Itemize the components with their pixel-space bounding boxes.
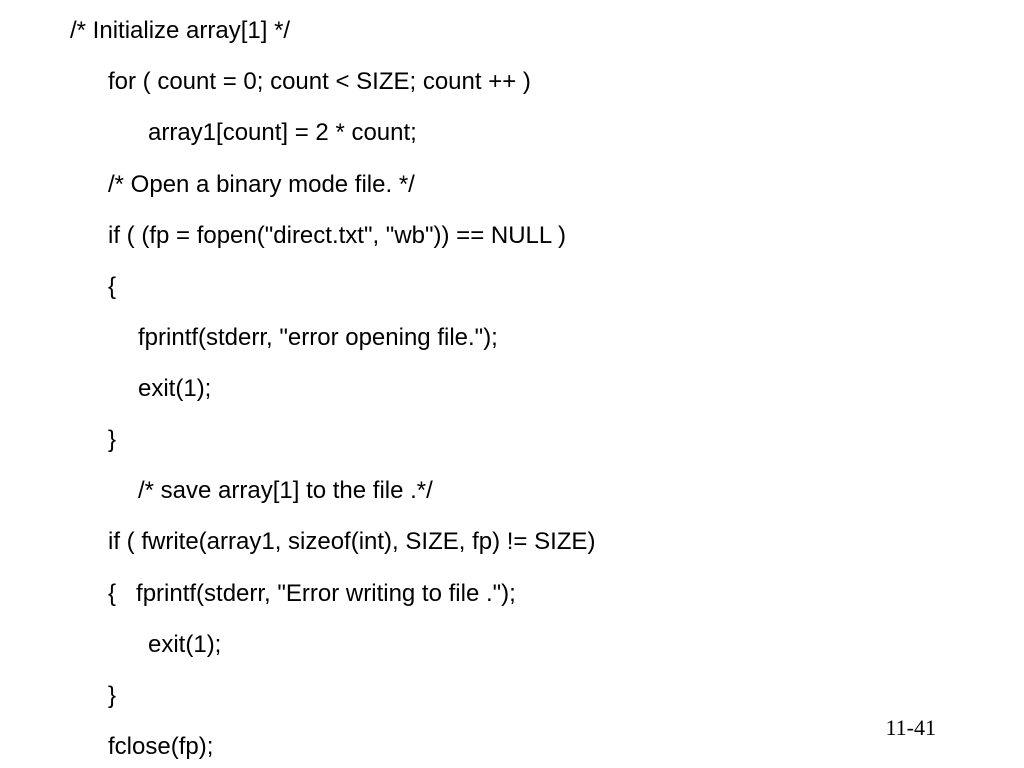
code-line-open-brace: { (108, 273, 117, 300)
code-line-if-fopen: if ( (fp = fopen("direct.txt", "wb")) ==… (108, 222, 567, 249)
code-line-array-assign: array1[count] = 2 * count; (148, 119, 417, 146)
code-line-if-fwrite: if ( fwrite(array1, sizeof(int), SIZE, f… (108, 528, 596, 555)
code-line-for-loop: for ( count = 0; count < SIZE; count ++ … (108, 68, 531, 95)
code-line-close-brace: } (108, 426, 117, 453)
page-number: 11-41 (885, 715, 936, 740)
code-line-fclose: fclose(fp); (108, 733, 214, 760)
code-line-fprintf-open-error: fprintf(stderr, "error opening file."); (138, 324, 498, 351)
code-line-comment-save: /* save array[1] to the file .*/ (138, 477, 433, 504)
code-line-comment-open: /* Open a binary mode file. */ (108, 171, 415, 198)
code-line-exit-first: exit(1); (138, 375, 212, 402)
code-line-close-brace-second: } (108, 682, 117, 709)
code-line-fprintf-write-error: { fprintf(stderr, "Error writing to file… (108, 580, 516, 607)
code-line-exit-second: exit(1); (148, 631, 222, 658)
code-line-comment-initialize: /* Initialize array[1] */ (70, 17, 291, 44)
